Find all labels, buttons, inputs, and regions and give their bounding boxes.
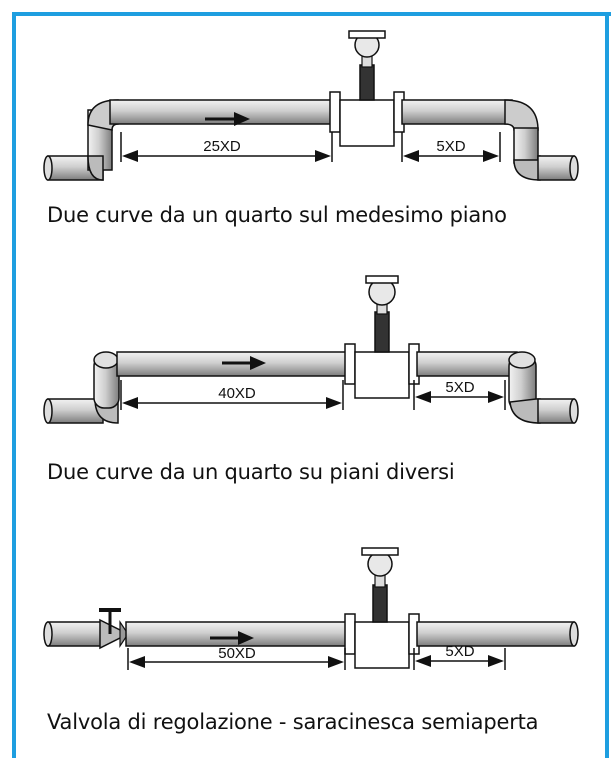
outlet-pipe-end xyxy=(569,398,579,424)
meter-body xyxy=(339,99,395,147)
downstream-pipe xyxy=(401,99,513,125)
dim-downstream-arrow-left xyxy=(403,150,419,162)
caption-diagram-2: Due curve da un quarto su piani diversi xyxy=(47,460,455,484)
frame-border-left xyxy=(12,12,16,758)
valve-body-right xyxy=(119,620,129,648)
left-elbow-top xyxy=(93,351,119,369)
dim-upstream-arrow-left xyxy=(122,397,138,409)
outlet-pipe-end xyxy=(569,621,579,647)
inlet-pipe-end xyxy=(43,155,53,181)
right-elbow xyxy=(513,127,539,164)
meter-head-cap xyxy=(348,30,386,39)
dim-downstream-arrow-right xyxy=(483,150,499,162)
downstream-distance-label: 5XD xyxy=(436,138,465,155)
caption-diagram-3: Valvola di regolazione - saracinesca sem… xyxy=(47,710,539,734)
meter-head-cap xyxy=(365,275,399,284)
outlet-pipe xyxy=(537,398,575,424)
dim-downstream-arrow-left xyxy=(415,391,431,403)
dim-upstream-arrow-right xyxy=(326,397,342,409)
downstream-distance-label: 5XD xyxy=(445,379,474,396)
inlet-pipe-end xyxy=(43,398,53,424)
caption-diagram-1: Due curve da un quarto sul medesimo pian… xyxy=(47,203,507,227)
left-flange xyxy=(344,613,356,655)
flow-arrow-head xyxy=(250,356,266,370)
flow-arrow-head xyxy=(234,112,250,126)
meter-body xyxy=(354,351,410,399)
upstream-pipe xyxy=(125,621,349,647)
upstream-distance-label: 40XD xyxy=(218,385,256,402)
diagram-two-elbows-different-planes: 40XD 5XD xyxy=(43,275,579,424)
dim-upstream-arrow-left xyxy=(122,150,138,162)
right-elbow-bend-lower xyxy=(509,398,541,424)
dim-upstream-arrow-right xyxy=(315,150,331,162)
meter-stem-upper xyxy=(374,574,386,588)
meter-stem xyxy=(372,584,388,623)
flow-arrow-head xyxy=(238,631,254,645)
right-elbow-top xyxy=(508,351,536,369)
downstream-distance-label: 5XD xyxy=(445,643,474,660)
outlet-pipe xyxy=(537,155,575,181)
meter-body xyxy=(354,621,410,669)
dim-upstream-arrow-left xyxy=(129,656,145,668)
right-elbow-bend-lower xyxy=(513,155,541,181)
diagram-control-valve-half-open: 50XD 5XD xyxy=(43,547,579,670)
left-flange xyxy=(344,343,356,385)
downstream-pipe xyxy=(416,621,575,647)
outlet-pipe-end xyxy=(569,155,579,181)
diagram-two-elbows-same-plane: 25XD 5XD xyxy=(43,30,579,181)
valve-body xyxy=(99,618,130,650)
inlet-pipe-end xyxy=(43,621,53,647)
upstream-distance-label: 50XD xyxy=(218,645,256,662)
frame-border-top xyxy=(12,12,611,16)
right-elbow-bend-upper xyxy=(504,99,539,131)
frame-border-right xyxy=(605,12,609,758)
meter-stem xyxy=(374,311,390,353)
left-elbow-bend-lower xyxy=(87,155,104,181)
meter-stem xyxy=(359,64,375,101)
upstream-distance-label: 25XD xyxy=(203,138,241,155)
inlet-pipe xyxy=(47,621,104,647)
dim-upstream-arrow-right xyxy=(328,656,344,668)
downstream-pipe xyxy=(416,351,518,377)
dim-downstream-arrow-right xyxy=(488,655,504,667)
dim-downstream-arrow-left xyxy=(415,655,431,667)
left-flange xyxy=(329,91,341,133)
dim-downstream-arrow-right xyxy=(488,391,504,403)
meter-head-cap xyxy=(361,547,399,556)
